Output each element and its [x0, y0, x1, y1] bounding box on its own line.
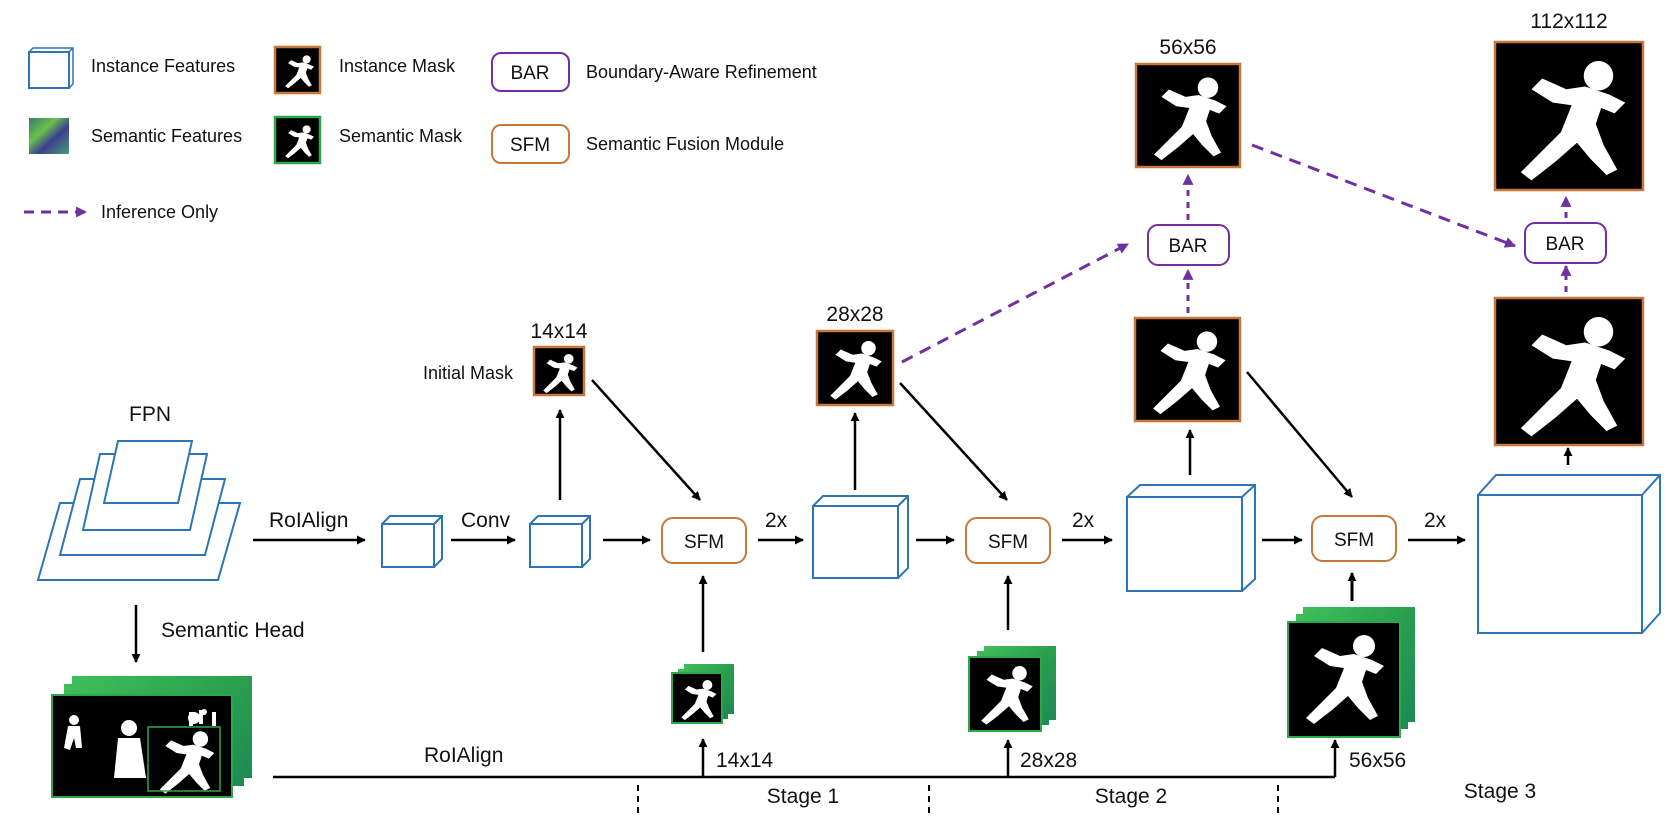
upsample-2-label: 2x [1072, 509, 1095, 532]
legend-sfm-label: Semantic Fusion Module [586, 134, 784, 154]
semantic-mask-28 [968, 646, 1056, 732]
size-28-top-label: 28x28 [826, 303, 883, 326]
initial-mask-to-sfm-arrow [591, 379, 701, 501]
legend-bar-abbr: BAR [510, 63, 549, 84]
legend-bar-box [491, 52, 570, 92]
bar-2-box [1524, 222, 1607, 264]
size-112-top-label: 112x112 [1530, 10, 1607, 33]
mask-28 [815, 329, 895, 407]
size-28-bottom-label: 28x28 [1020, 749, 1077, 772]
sfm-1-box [661, 517, 747, 564]
legend-instance-features-label: Instance Features [91, 56, 235, 76]
mask-112-coarse [1493, 296, 1645, 447]
sfm-3-box [1311, 515, 1397, 562]
instance-feature-cube-3 [812, 495, 909, 579]
instance-feature-cube-4 [1126, 484, 1256, 592]
fpn-label: FPN [129, 403, 171, 426]
semantic-mask-icon [273, 115, 322, 165]
size-14-top-label: 14x14 [530, 320, 588, 343]
instance-feature-cube-5 [1477, 474, 1661, 634]
instance-mask-icon [273, 45, 322, 95]
sfm-2-label: SFM [988, 532, 1028, 553]
mask-28-to-sfm-2-arrow [899, 382, 1008, 501]
semantic-feature-map [51, 676, 252, 798]
upsample-1-label: 2x [765, 509, 788, 532]
bar-2-label: BAR [1545, 234, 1584, 255]
semantic-mask-56 [1287, 607, 1415, 738]
legend-instance-mask-label: Instance Mask [339, 56, 456, 76]
mask-56-to-sfm-3-arrow [1246, 371, 1353, 498]
initial-mask [532, 345, 586, 397]
mask-56-coarse [1133, 316, 1242, 423]
size-56-bottom-label: 56x56 [1349, 749, 1406, 772]
sfm-1-label: SFM [684, 532, 724, 553]
sfm-3-label: SFM [1334, 530, 1374, 551]
semantic-mask-14 [671, 664, 734, 724]
instance-features-icon [28, 47, 74, 89]
inference-arrow-to-bar-1 [901, 242, 1129, 364]
semantic-head-label: Semantic Head [161, 619, 305, 642]
stage-3-label: Stage 3 [1464, 780, 1536, 803]
size-56-top-label: 56x56 [1159, 36, 1216, 59]
stage-2-label: Stage 2 [1095, 785, 1167, 808]
roialign-top-label: RoIAlign [269, 509, 348, 532]
mask-56-refined [1134, 62, 1242, 169]
bar-1-box [1147, 224, 1230, 266]
legend-semantic-mask-label: Semantic Mask [339, 126, 463, 146]
bar-1-label: BAR [1168, 236, 1207, 257]
sfm-2-box [965, 517, 1051, 564]
legend-semantic-features-label: Semantic Features [91, 126, 242, 146]
conv-label: Conv [461, 509, 511, 532]
legend: Instance Features Semantic Features Inst… [24, 45, 817, 222]
roialign-bottom-label: RoIAlign [424, 744, 503, 767]
size-14-bottom-label: 14x14 [716, 749, 774, 772]
upsample-3-label: 2x [1424, 509, 1447, 532]
instance-feature-cube-2 [529, 515, 591, 568]
fpn-pyramid [36, 440, 242, 581]
instance-feature-cube-1 [381, 515, 443, 568]
legend-inference-only-label: Inference Only [101, 202, 218, 222]
initial-mask-label: Initial Mask [423, 363, 514, 383]
semantic-features-icon [29, 118, 69, 154]
legend-sfm-box [491, 124, 570, 164]
legend-bar-label: Boundary-Aware Refinement [586, 62, 817, 82]
stage-1-label: Stage 1 [767, 785, 839, 808]
mask-112-refined [1493, 40, 1645, 192]
inference-arrow-to-bar-2 [1251, 143, 1517, 248]
legend-sfm-abbr: SFM [510, 135, 550, 156]
